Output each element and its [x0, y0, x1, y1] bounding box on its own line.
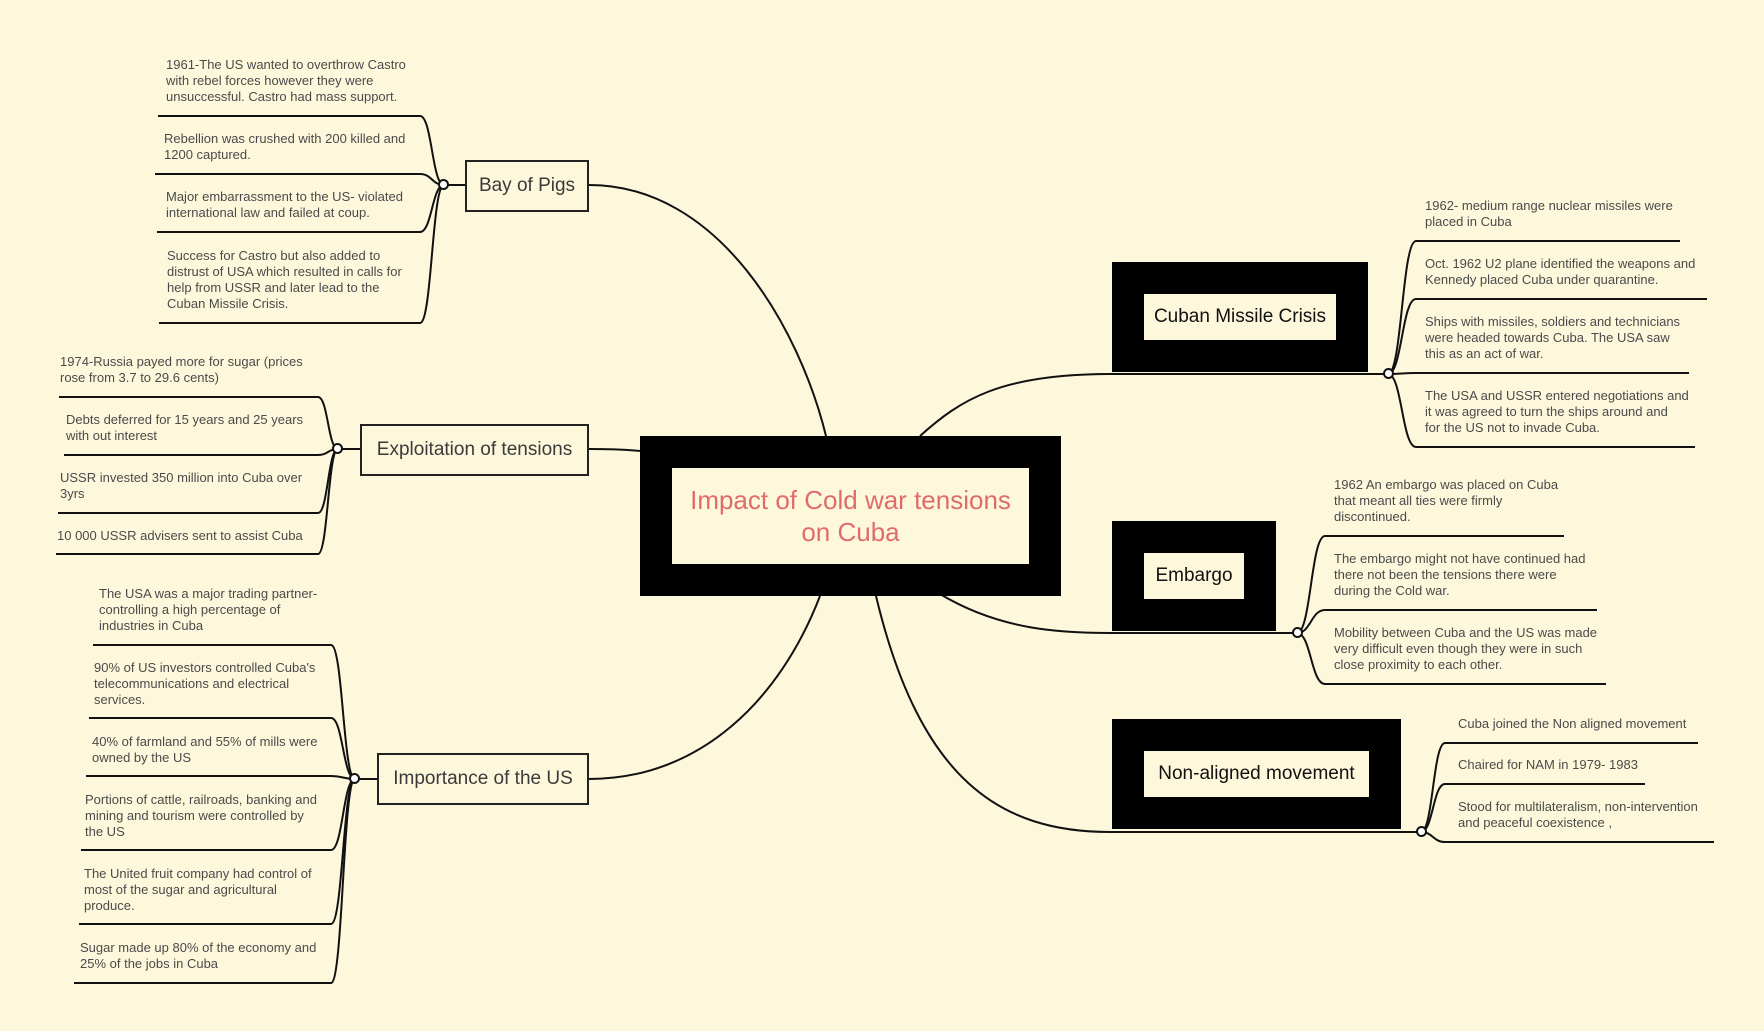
leaf-embargo-1[interactable]: 1962 An embargo was placed on Cuba that … — [1334, 477, 1559, 524]
leaf-bay-of-pigs-1[interactable]: 1961-The US wanted to overthrow Castro w… — [166, 57, 406, 104]
leaf-bay-of-pigs-2[interactable]: Rebellion was crushed with 200 killed an… — [164, 131, 406, 162]
link-central-importance — [588, 595, 821, 780]
leaf-cuban-missile-4[interactable]: The USA and USSR entered negotiations an… — [1425, 388, 1689, 435]
link-central-non-aligned — [875, 595, 1421, 833]
leaf-cuban-missile-3[interactable]: Ships with missiles, soldiers and techni… — [1425, 314, 1681, 361]
topic-exploitation-of-tensions[interactable]: Exploitation of tensions — [360, 424, 589, 476]
collapse-toggle-embargo[interactable] — [1292, 627, 1303, 638]
topic-bay-of-pigs[interactable]: Bay of Pigs — [465, 160, 589, 212]
topic-non-aligned-movement-label: Non-aligned movement — [1144, 751, 1369, 797]
collapse-toggle-cuban-missile-crisis[interactable] — [1383, 368, 1394, 379]
leaf-importance-1[interactable]: The USA was a major trading partner- con… — [99, 586, 318, 633]
collapse-toggle-bay-of-pigs[interactable] — [438, 179, 449, 190]
leaf-bay-of-pigs-4[interactable]: Success for Castro but also added to dis… — [167, 248, 402, 311]
leaf-importance-6[interactable]: Sugar made up 80% of the economy and 25%… — [80, 940, 317, 971]
link-central-exploitation — [588, 448, 641, 452]
leaf-embargo-3[interactable]: Mobility between Cuba and the US was mad… — [1334, 625, 1598, 672]
link-central-bay-of-pigs — [588, 184, 827, 437]
collapse-toggle-importance[interactable] — [349, 773, 360, 784]
leaf-embargo-2[interactable]: The embargo might not have continued had… — [1334, 551, 1586, 598]
leaf-importance-4[interactable]: Portions of cattle, railroads, banking a… — [85, 792, 317, 839]
leaf-non-aligned-2[interactable]: Chaired for NAM in 1979- 1983 — [1458, 757, 1638, 772]
topic-cuban-missile-crisis[interactable]: Cuban Missile Crisis — [1112, 262, 1368, 372]
leaf-exploitation-1[interactable]: 1974-Russia payed more for sugar (prices… — [60, 354, 303, 385]
topic-non-aligned-movement[interactable]: Non-aligned movement — [1112, 719, 1401, 829]
topic-embargo[interactable]: Embargo — [1112, 521, 1276, 631]
link-central-embargo — [939, 593, 1297, 634]
leaf-exploitation-2[interactable]: Debts deferred for 15 years and 25 years… — [66, 412, 304, 443]
leaf-cuban-missile-1[interactable]: 1962- medium range nuclear missiles were… — [1425, 198, 1673, 229]
leaf-non-aligned-1[interactable]: Cuba joined the Non aligned movement — [1458, 716, 1687, 731]
leaf-importance-3[interactable]: 40% of farmland and 55% of mills were ow… — [92, 734, 318, 765]
collapse-toggle-exploitation[interactable] — [332, 443, 343, 454]
central-topic[interactable]: Impact of Cold war tensions on Cuba — [640, 436, 1061, 596]
topic-importance-of-the-us[interactable]: Importance of the US — [377, 753, 589, 805]
leaf-bay-of-pigs-3[interactable]: Major embarrassment to the US- violated … — [166, 189, 403, 220]
leaf-importance-2[interactable]: 90% of US investors controlled Cuba's te… — [94, 660, 316, 707]
leaf-exploitation-4[interactable]: 10 000 USSR advisers sent to assist Cuba — [57, 528, 303, 543]
central-topic-label: Impact of Cold war tensions on Cuba — [672, 468, 1029, 564]
leaf-cuban-missile-2[interactable]: Oct. 1962 U2 plane identified the weapon… — [1425, 256, 1696, 287]
leaf-exploitation-3[interactable]: USSR invested 350 million into Cuba over… — [60, 470, 303, 501]
leaf-importance-5[interactable]: The United fruit company had control of … — [84, 866, 312, 913]
topic-cuban-missile-crisis-label: Cuban Missile Crisis — [1144, 294, 1336, 340]
collapse-toggle-non-aligned[interactable] — [1416, 826, 1427, 837]
link-central-cuban-missile — [919, 373, 1388, 437]
leaf-non-aligned-3[interactable]: Stood for multilateralism, non-intervent… — [1458, 799, 1698, 830]
topic-embargo-label: Embargo — [1144, 553, 1244, 599]
